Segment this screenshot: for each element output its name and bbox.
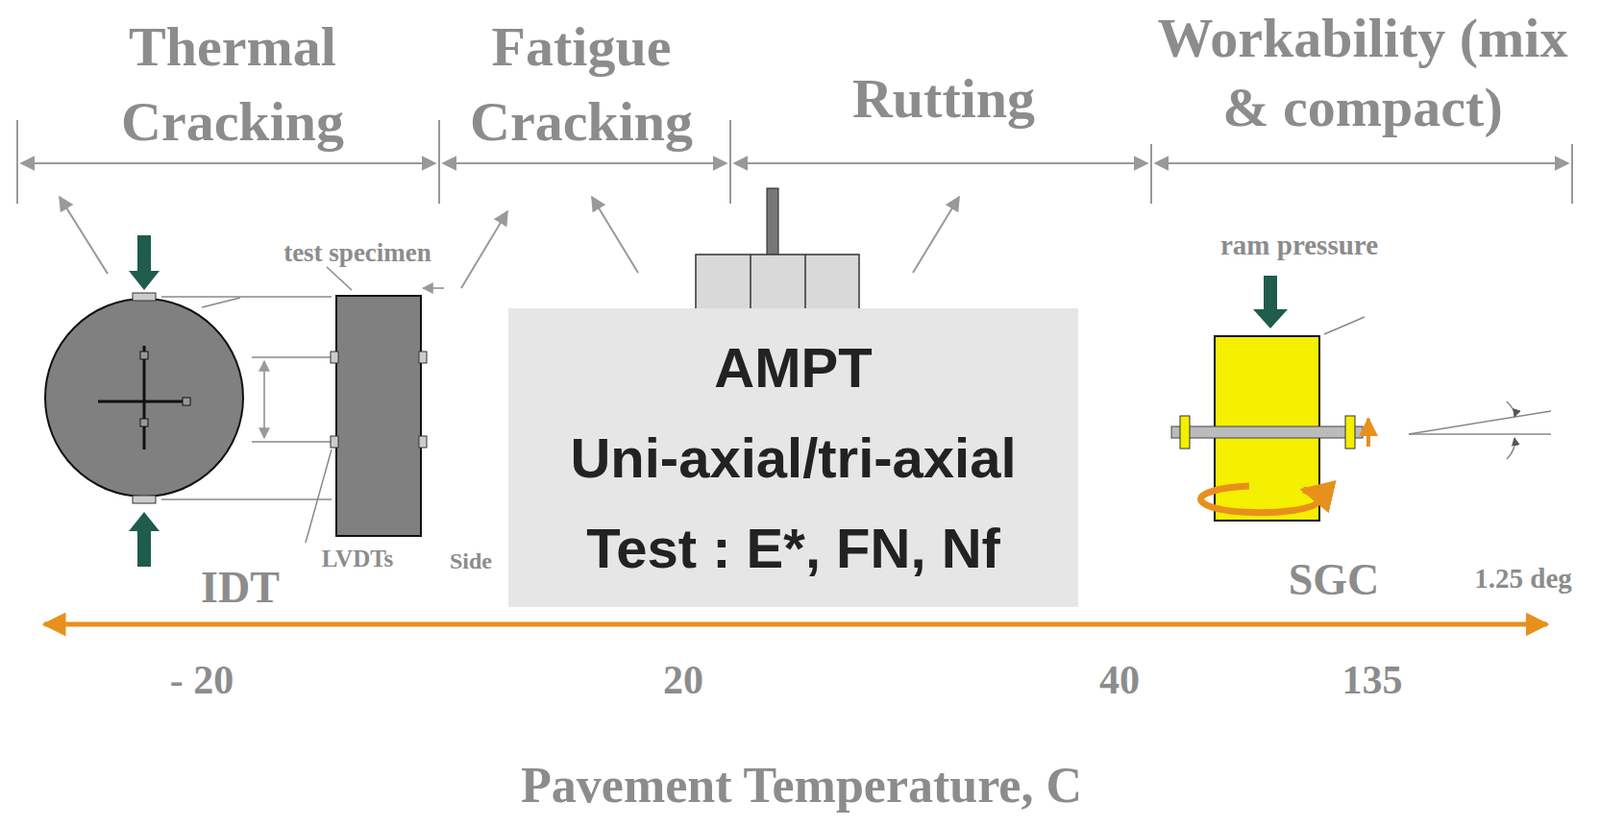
range-heading: Workability (mix & compact) <box>1136 3 1589 143</box>
dimension-lines <box>161 267 444 543</box>
side-view-specimen <box>330 295 427 537</box>
axis-tick: - 20 <box>170 657 235 704</box>
part-name: test specimen <box>283 237 432 269</box>
axis-tick: 135 <box>1342 657 1404 704</box>
part-name: Side <box>449 546 493 576</box>
part-name: LVDTs <box>321 544 394 574</box>
box-heading: AMPT <box>713 322 872 414</box>
dimension: 1.25 deg <box>1474 562 1573 595</box>
axis-tick: 40 <box>1099 657 1140 704</box>
caption: Pavement Temperature, C <box>520 757 1083 815</box>
idt-specimen <box>45 235 244 567</box>
sgc-gyratory-compactor <box>1171 275 1551 521</box>
part-name: ram pressure <box>1220 228 1379 262</box>
test-name: SGC <box>1288 555 1380 606</box>
test-box: AMPTUni-axial/tri-axial Test : E*, FN, N… <box>508 308 1079 608</box>
temperature-axis <box>44 622 1548 628</box>
range-heading: Fatigue Cracking <box>442 9 721 160</box>
axis-tick: 20 <box>663 657 704 704</box>
range-heading: Thermal Cracking <box>88 9 377 160</box>
box-body: Uni-axial/tri-axial Test : E*, FN, Nf <box>527 413 1059 594</box>
test-name: IDT <box>200 563 280 614</box>
ampt-apparatus <box>695 188 860 313</box>
range-heading: Rutting <box>852 61 1035 137</box>
